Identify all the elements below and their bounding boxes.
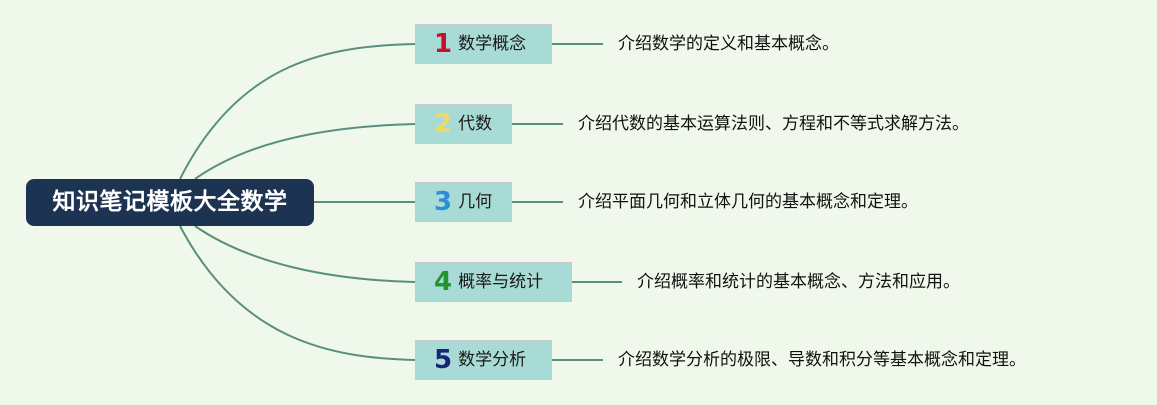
branch-label-1: 数学概念: [458, 34, 527, 54]
branch-description-3: 介绍平面几何和立体几何的基本概念和定理。: [578, 192, 918, 212]
root-topic[interactable]: 知识笔记模板大全数学: [26, 179, 314, 226]
branch-node-3[interactable]: 3 几何: [415, 182, 512, 222]
branch-number-1: 1: [434, 29, 453, 59]
branch-number-5: 5: [434, 345, 453, 375]
branch-description-2: 介绍代数的基本运算法则、方程和不等式求解方法。: [578, 114, 969, 134]
branch-label-5: 数学分析: [458, 350, 527, 370]
branch-number-3: 3: [434, 187, 453, 217]
branch-node-5[interactable]: 5 数学分析: [415, 340, 552, 380]
branch-description-4: 介绍概率和统计的基本概念、方法和应用。: [637, 272, 960, 292]
branch-label-3: 几何: [458, 192, 493, 212]
branch-label-2: 代数: [458, 114, 493, 134]
branch-number-4: 4: [434, 267, 453, 297]
connector-root-branch-4: [194, 225, 416, 283]
branch-description-5: 介绍数学分析的极限、导数和积分等基本概念和定理。: [618, 350, 1026, 370]
branch-label-4: 概率与统计: [458, 272, 544, 292]
branch-number-2: 2: [434, 109, 453, 139]
connector-root-branch-2: [194, 123, 416, 180]
branch-description-1: 介绍数学的定义和基本概念。: [618, 34, 839, 54]
connector-root-branch-5: [179, 225, 416, 361]
branch-node-2[interactable]: 2 代数: [415, 104, 512, 144]
branch-node-1[interactable]: 1 数学概念: [415, 24, 552, 64]
connector-root-branch-1: [179, 43, 416, 180]
branch-node-4[interactable]: 4 概率与统计: [415, 262, 572, 302]
